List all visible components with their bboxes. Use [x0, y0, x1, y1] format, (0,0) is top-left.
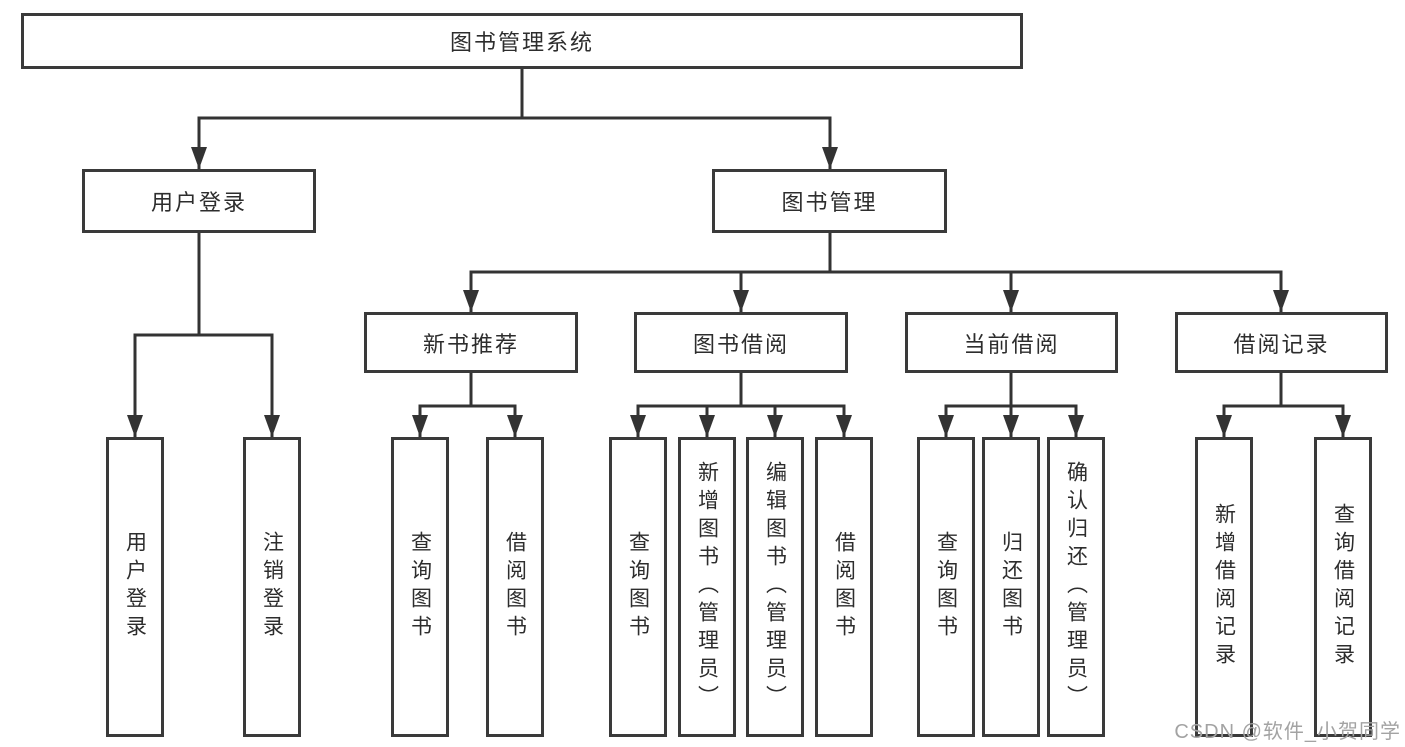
- node-new-book-recommend: 新书推荐: [364, 312, 578, 373]
- leaf-user-login-label: 用户登录: [123, 531, 147, 643]
- node-borrow-records: 借阅记录: [1175, 312, 1388, 373]
- leaf-add-book-admin-label: 新增图书（管理员）: [695, 461, 719, 713]
- leaf-logout-label: 注销登录: [260, 531, 284, 643]
- node-current-borrow-label: 当前借阅: [963, 331, 1060, 357]
- leaf-query-borrow-record-label: 查询借阅记录: [1331, 503, 1355, 671]
- leaf-edit-book-admin-label: 编辑图书（管理员）: [763, 461, 787, 713]
- node-book-mgmt-label: 图书管理: [781, 190, 878, 215]
- leaf-query-books-recommend: 查询图书: [391, 437, 449, 737]
- node-book-mgmt: 图书管理: [712, 169, 947, 233]
- leaf-borrow-books-recommend-label: 借阅图书: [503, 531, 527, 643]
- node-book-borrow-label: 图书借阅: [692, 331, 789, 357]
- connector-new-book-to-leaves: [412, 373, 523, 437]
- leaf-query-books-recommend-label: 查询图书: [408, 531, 432, 643]
- csdn-watermark: CSDN @软件_小贺同学: [1174, 721, 1401, 743]
- leaf-logout: 注销登录: [243, 437, 301, 737]
- connector-book-mgmt-to-level3: [463, 233, 1289, 312]
- leaf-query-books-current-label: 查询图书: [934, 531, 958, 643]
- node-book-borrow: 图书借阅: [634, 312, 848, 373]
- leaf-add-borrow-record-label: 新增借阅记录: [1212, 503, 1236, 671]
- leaf-confirm-return-admin-label: 确认归还（管理员）: [1064, 461, 1088, 713]
- connector-root-to-level2: [191, 68, 838, 169]
- connector-book-borrow-to-leaves: [630, 373, 852, 437]
- leaf-confirm-return-admin: 确认归还（管理员）: [1047, 437, 1105, 737]
- connector-current-borrow-to-leaves: [938, 373, 1084, 437]
- leaf-return-books-label: 归还图书: [999, 531, 1023, 643]
- leaf-borrow-books-label: 借阅图书: [832, 531, 856, 643]
- node-new-book-recommend-label: 新书推荐: [422, 331, 519, 357]
- leaf-query-books-borrow: 查询图书: [609, 437, 667, 737]
- leaf-return-books: 归还图书: [982, 437, 1040, 737]
- leaf-borrow-books-recommend: 借阅图书: [486, 437, 544, 737]
- leaf-query-borrow-record: 查询借阅记录: [1314, 437, 1372, 737]
- node-root-label: 图书管理系统: [449, 30, 594, 55]
- connector-user-login-to-leaves: [127, 233, 280, 437]
- node-user-login: 用户登录: [82, 169, 316, 233]
- node-root: 图书管理系统: [21, 13, 1023, 69]
- leaf-borrow-books: 借阅图书: [815, 437, 873, 737]
- leaf-add-book-admin: 新增图书（管理员）: [678, 437, 736, 737]
- leaf-query-books-borrow-label: 查询图书: [626, 531, 650, 643]
- connector-borrow-records-to-leaves: [1216, 373, 1351, 437]
- node-user-login-label: 用户登录: [150, 190, 247, 215]
- node-borrow-records-label: 借阅记录: [1233, 331, 1330, 357]
- node-current-borrow: 当前借阅: [905, 312, 1118, 373]
- leaf-user-login: 用户登录: [106, 437, 164, 737]
- leaf-edit-book-admin: 编辑图书（管理员）: [746, 437, 804, 737]
- leaf-query-books-current: 查询图书: [917, 437, 975, 737]
- leaf-add-borrow-record: 新增借阅记录: [1195, 437, 1253, 737]
